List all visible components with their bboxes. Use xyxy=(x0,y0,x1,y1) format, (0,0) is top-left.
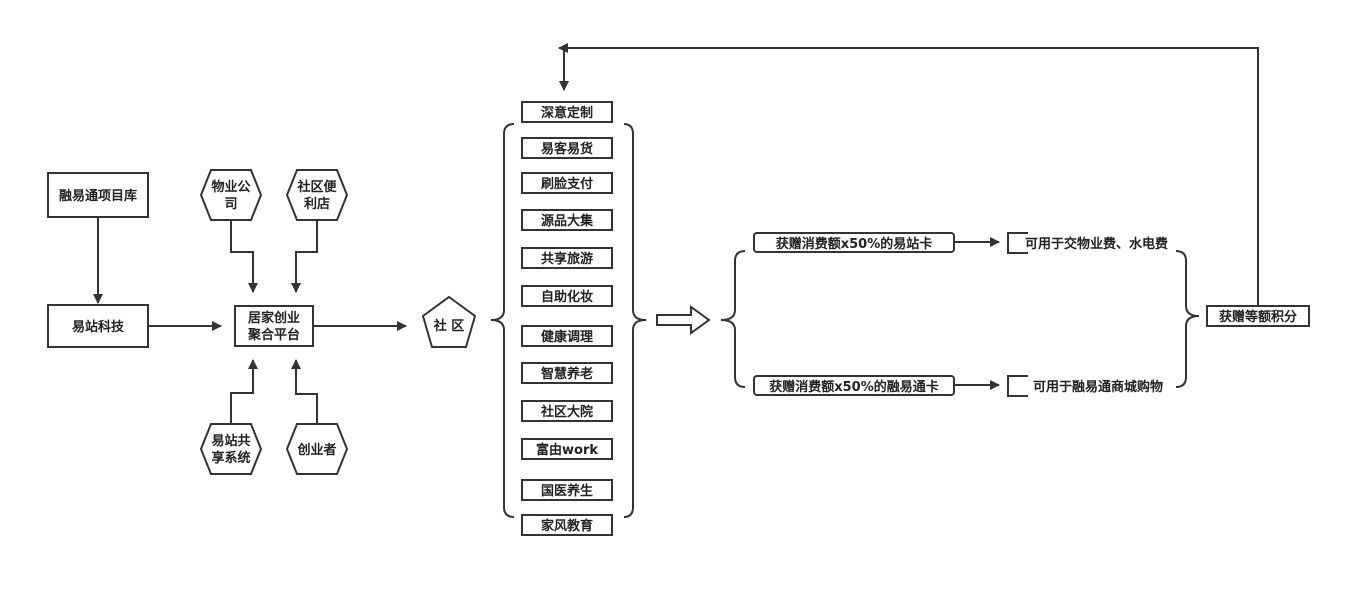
service-item-label: 富由work xyxy=(536,442,598,458)
edge-property-to-platform xyxy=(230,220,258,293)
reward-yizhan-card: 获赠消费额x50%的易站卡 xyxy=(753,232,955,253)
reward-rongyitong-card-label: 获赠消费额x50%的融易通卡 xyxy=(769,379,939,395)
node-community-store-line-2: 利店 xyxy=(304,196,330,212)
reward-rongyitong-card-use-label: 可用于融易通商城购物 xyxy=(1033,379,1163,395)
reward-rongyitong-card-use: 可用于融易通商城购物 xyxy=(1007,375,1163,397)
rewards-left-brace xyxy=(720,250,746,388)
node-yizhan-share-system-line-2: 享系统 xyxy=(211,450,250,466)
reward-yizhan-card-use: 可用于交物业费、水电费 xyxy=(1007,232,1168,254)
node-property-company: 物业公 司 xyxy=(199,169,263,221)
service-item: 社区大院 xyxy=(521,400,613,422)
rewards-right-brace xyxy=(1175,250,1200,388)
node-yizhan-share-system-line-1: 易站共 xyxy=(211,433,250,449)
node-platform-line-1: 居家创业 xyxy=(248,310,300,326)
node-entrepreneur: 创业者 xyxy=(285,423,349,475)
service-item: 家风教育 xyxy=(521,514,613,536)
node-yizhan-tech-label: 易站科技 xyxy=(72,319,125,335)
node-property-company-line-2: 司 xyxy=(224,197,237,212)
service-item: 国医养生 xyxy=(521,479,613,501)
service-item: 易客易货 xyxy=(521,137,613,159)
node-yizhan-share-system: 易站共 享系统 xyxy=(199,423,263,475)
service-item: 富由work xyxy=(521,438,613,460)
services-left-brace xyxy=(490,123,515,518)
service-item-label: 健康调理 xyxy=(541,329,593,345)
service-item: 自助化妆 xyxy=(521,285,613,307)
service-item: 健康调理 xyxy=(521,325,613,347)
service-item: 深意定制 xyxy=(521,101,613,123)
node-property-company-line-1: 物业公 xyxy=(211,179,250,195)
service-item-label: 家风教育 xyxy=(541,518,593,534)
reward-points-label: 获赠等额积分 xyxy=(1219,309,1297,325)
node-yizhan-tech: 易站科技 xyxy=(47,304,149,348)
node-community-label: 社 区 xyxy=(433,318,465,334)
edge-points-feedback xyxy=(558,43,1259,306)
edge-share-system-to-platform xyxy=(230,359,258,424)
service-item-label: 智慧养老 xyxy=(541,366,593,382)
edge-store-to-platform xyxy=(291,220,318,293)
node-project-library-label: 融易通项目库 xyxy=(59,188,137,204)
services-right-brace xyxy=(623,123,647,518)
node-community-store-line-1: 社区便 xyxy=(296,179,337,195)
service-item-label: 源品大集 xyxy=(541,213,594,229)
service-item-label: 自助化妆 xyxy=(541,289,593,305)
service-item-label: 深意定制 xyxy=(541,105,593,121)
edge-entrepreneur-to-platform xyxy=(291,359,318,424)
service-item-label: 刷脸支付 xyxy=(541,176,593,192)
reward-rongyitong-card: 获赠消费额x50%的融易通卡 xyxy=(753,375,955,396)
service-item-label: 共享旅游 xyxy=(541,251,593,267)
node-entrepreneur-label: 创业者 xyxy=(296,442,336,458)
service-item: 共享旅游 xyxy=(521,247,613,269)
block-arrow-icon xyxy=(656,305,711,335)
node-platform: 居家创业 聚合平台 xyxy=(234,305,314,347)
service-item: 源品大集 xyxy=(521,209,613,231)
service-item-label: 社区大院 xyxy=(540,404,593,420)
node-project-library: 融易通项目库 xyxy=(47,172,149,218)
node-community: 社 区 xyxy=(421,295,477,348)
reward-yizhan-card-use-label: 可用于交物业费、水电费 xyxy=(1025,236,1168,252)
reward-yizhan-card-label: 获赠消费额x50%的易站卡 xyxy=(776,236,933,252)
node-platform-line-2: 聚合平台 xyxy=(247,327,300,343)
node-community-store: 社区便 利店 xyxy=(285,169,349,221)
reward-points: 获赠等额积分 xyxy=(1206,305,1310,327)
service-item-label: 国医养生 xyxy=(541,483,593,499)
service-item: 刷脸支付 xyxy=(521,172,613,194)
service-item-label: 易客易货 xyxy=(541,141,593,157)
service-item: 智慧养老 xyxy=(521,362,613,384)
